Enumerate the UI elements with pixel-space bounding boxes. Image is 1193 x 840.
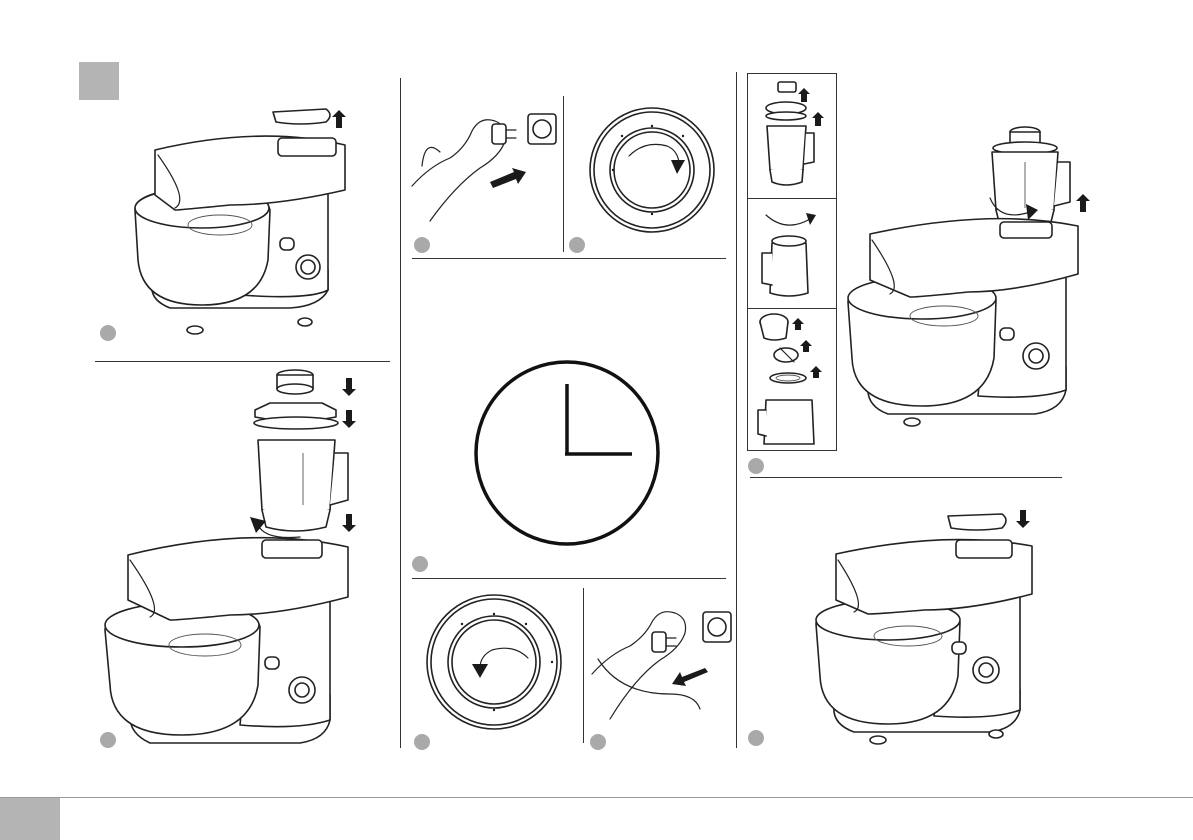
step-badge-8 bbox=[748, 458, 764, 474]
plug-in-illustration bbox=[410, 96, 560, 236]
arrow-left-icon bbox=[672, 668, 708, 688]
divider-step1 bbox=[95, 361, 390, 362]
step-badge-4 bbox=[569, 237, 585, 253]
divider-step3 bbox=[412, 258, 726, 259]
footer-page-tab bbox=[0, 798, 60, 840]
divider-knob-plug bbox=[583, 588, 584, 743]
mixer-illustration-step9 bbox=[806, 506, 1046, 746]
arrow-up-icon bbox=[332, 110, 346, 128]
jug-parts-exploded-icon bbox=[752, 78, 832, 198]
plug-out-illustration bbox=[590, 604, 735, 739]
arrow-down-icon bbox=[342, 378, 356, 396]
rotate-counterclockwise-icon bbox=[472, 640, 532, 680]
step-badge-5 bbox=[412, 556, 428, 572]
arrow-down-icon bbox=[342, 410, 356, 428]
step-badge-3 bbox=[414, 237, 430, 253]
blade-assembly-exploded-icon bbox=[752, 310, 832, 450]
step-badge-2 bbox=[100, 732, 116, 748]
jug-unscrew-icon bbox=[752, 205, 832, 305]
step-badge-9 bbox=[748, 730, 764, 746]
column-divider-left bbox=[400, 78, 401, 748]
rotate-clockwise-icon bbox=[625, 136, 685, 176]
arrow-up-icon bbox=[1076, 194, 1090, 212]
divider-step7 bbox=[750, 477, 1062, 478]
page-footer bbox=[0, 797, 1193, 840]
clock-icon bbox=[472, 358, 662, 548]
chapter-marker bbox=[79, 62, 119, 100]
column-divider-right bbox=[736, 72, 737, 748]
divider-plug-knob bbox=[563, 96, 564, 252]
divider-step5 bbox=[412, 578, 726, 579]
step-badge-6 bbox=[414, 734, 430, 750]
step-badge-1 bbox=[100, 325, 116, 341]
arrow-down-icon bbox=[342, 514, 356, 532]
arrow-right-icon bbox=[490, 168, 526, 186]
arrow-down-icon bbox=[1016, 510, 1030, 528]
mixer-illustration-step1 bbox=[80, 100, 380, 350]
mixer-blender-removal-illustration bbox=[840, 122, 1090, 432]
step-badge-7 bbox=[590, 734, 606, 750]
